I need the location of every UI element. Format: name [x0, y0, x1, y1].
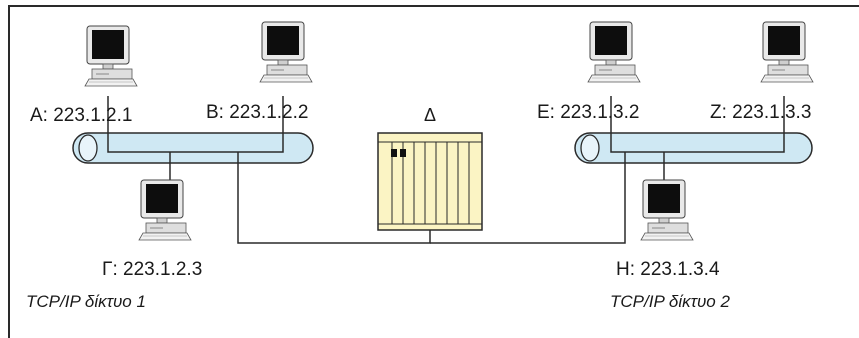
router	[377, 132, 483, 231]
connection-lines	[107, 96, 785, 244]
network-bus-2	[574, 132, 813, 164]
computer-icon-e	[587, 21, 641, 83]
host-c-label: Γ: 223.1.2.3	[102, 259, 202, 280]
computer-icon-b	[259, 21, 313, 83]
computer-icon-h	[640, 179, 694, 241]
diagram-frame	[8, 5, 859, 338]
host-a-label: A: 223.1.2.1	[30, 105, 132, 126]
router-label: Δ	[424, 105, 436, 125]
host-b-label: B: 223.1.2.2	[206, 102, 308, 123]
computer-icon-z	[760, 21, 814, 83]
computer-icon-a	[84, 25, 138, 87]
computer-icon-c	[138, 179, 192, 241]
network-1-label: TCP/IP δίκτυο 1	[26, 292, 146, 311]
network-bus-1	[72, 132, 314, 164]
host-h-label: H: 223.1.3.4	[616, 259, 720, 280]
network-2-label: TCP/IP δίκτυο 2	[610, 292, 730, 311]
host-e-label: E: 223.1.3.2	[537, 102, 639, 123]
host-z-label: Z: 223.1.3.3	[710, 102, 811, 123]
